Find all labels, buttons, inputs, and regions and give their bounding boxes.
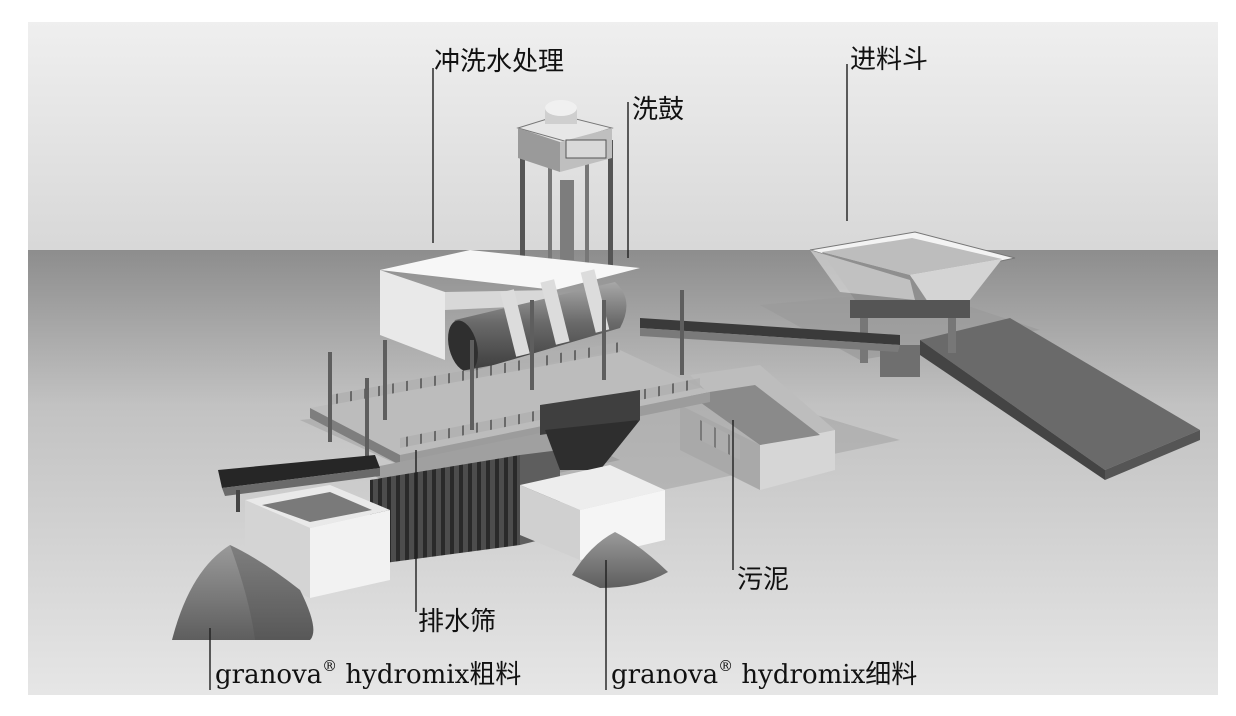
wash-water-tower (516, 100, 614, 270)
coarse-stockpile (172, 545, 314, 640)
label-coarse-brand: granova (215, 660, 322, 690)
feed-conveyor (640, 318, 900, 352)
label-coarse-rest: hydromix粗料 (337, 660, 521, 690)
ramp (920, 318, 1200, 480)
label-dewatering-screen: 排水筛 (418, 607, 496, 637)
label-fine-mark: ® (718, 657, 733, 675)
label-coarse-product: granova® hydromix粗料 (215, 657, 521, 690)
label-feed-hopper: 进料斗 (850, 45, 928, 75)
sky-backdrop (28, 22, 1218, 258)
label-fine-product: granova® hydromix细料 (611, 657, 917, 690)
label-fine-brand: granova (611, 660, 718, 690)
dewatering-screen (360, 390, 640, 565)
label-wash-drum: 洗鼓 (632, 95, 684, 125)
sludge-container (680, 365, 835, 490)
label-sludge: 污泥 (737, 565, 789, 595)
label-coarse-mark: ® (322, 657, 337, 675)
coarse-conveyor (218, 455, 380, 512)
fine-stockpile (572, 532, 668, 588)
label-wash-water-treatment: 冲洗水处理 (434, 47, 564, 77)
label-fine-rest: hydromix细料 (733, 660, 917, 690)
coarse-bay (245, 485, 390, 598)
